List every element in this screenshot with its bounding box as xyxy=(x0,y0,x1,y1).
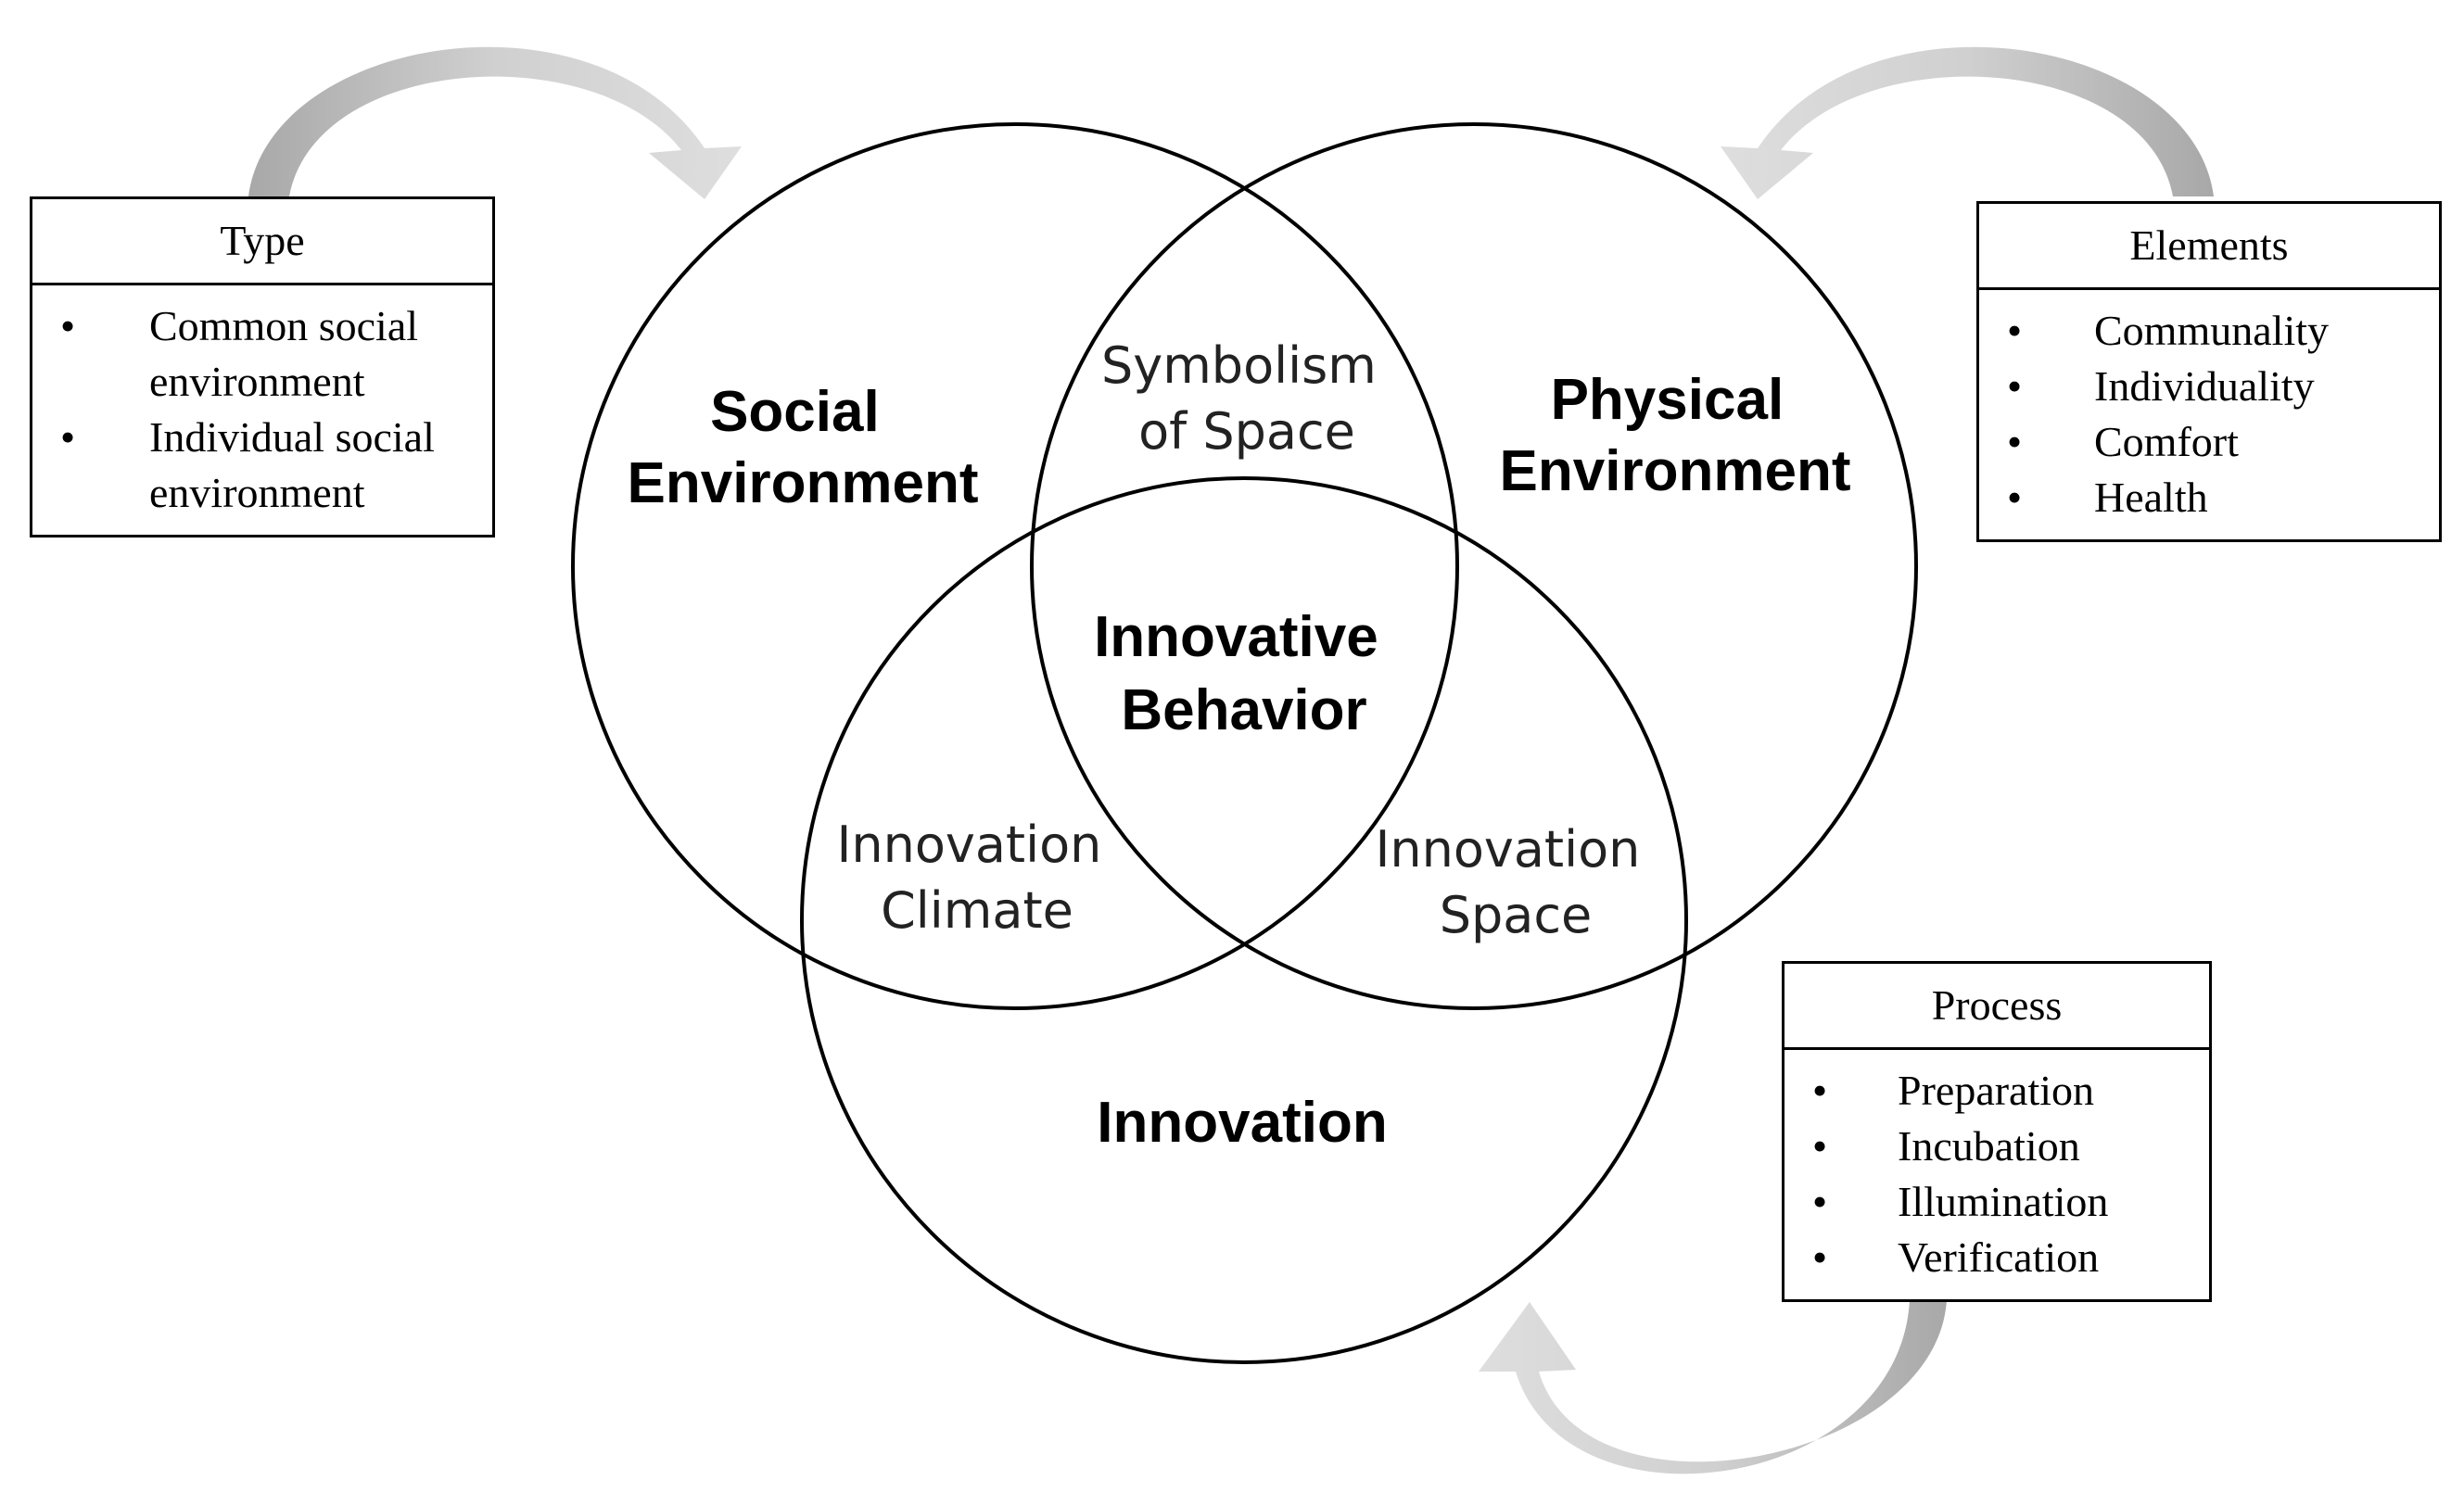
physical-environment-label-2: Environment xyxy=(1500,439,1851,503)
social-environment-label-2: Environment xyxy=(628,451,979,515)
symbolism-of-space-label-1: Symbolism xyxy=(1101,336,1377,395)
elements-list: • Communality • Individuality • Comfort • He… xyxy=(1979,290,2439,525)
type-item: • Individual social environment xyxy=(32,410,492,521)
svg-text:Innovation Space: Innovation Space xyxy=(1375,820,1656,944)
bullet-icon: • xyxy=(2007,362,2023,410)
physical-environment-label-1: Physical xyxy=(1551,368,1784,432)
bullet-icon: • xyxy=(1812,1067,1828,1114)
type-item-line-1: Common social xyxy=(149,302,419,349)
process-item-label: Preparation xyxy=(1898,1067,2095,1114)
process-item-label: Illumination xyxy=(1898,1178,2109,1225)
innovative-behavior-label-1: Innovative xyxy=(1094,605,1378,669)
elements-item-label: Health xyxy=(2094,474,2208,521)
type-item-line-2: environment xyxy=(149,358,365,405)
process-item: • Preparation xyxy=(1784,1063,2209,1119)
bullet-icon: • xyxy=(2007,418,2023,465)
process-list: • Preparation • Incubation • Illumination •… xyxy=(1784,1050,2209,1285)
innovation-climate-label-1: Innovation xyxy=(836,816,1101,874)
circle-innovation xyxy=(800,476,1688,1364)
bullet-icon: • xyxy=(60,413,76,461)
social-environment-label-1: Social xyxy=(710,380,880,444)
elements-item-label: Comfort xyxy=(2094,418,2239,465)
process-box: Process • Preparation • Incubation • Illumi… xyxy=(1782,961,2212,1302)
innovation-climate-label-2: Climate xyxy=(881,881,1073,940)
process-item: • Incubation xyxy=(1784,1119,2209,1174)
elements-item: • Individuality xyxy=(1979,359,2439,414)
bullet-icon: • xyxy=(1812,1178,1828,1225)
innovation-label: Innovation xyxy=(1097,1091,1387,1155)
innovative-behavior-label-2: Behavior xyxy=(1121,678,1366,742)
svg-text:Symbolism of Space: Symbolism of Space xyxy=(1101,336,1392,461)
arrow-type-to-social xyxy=(248,46,742,199)
svg-text:Innovation Climate: Innovation Climate xyxy=(836,816,1117,940)
circle-social-environment xyxy=(571,122,1459,1010)
elements-item-label: Individuality xyxy=(2094,362,2315,410)
bullet-icon: • xyxy=(1812,1122,1828,1170)
elements-box: Elements • Communality • Individuality • Co… xyxy=(1976,201,2442,542)
process-item-label: Verification xyxy=(1898,1233,2100,1281)
process-item: • Verification xyxy=(1784,1230,2209,1285)
bullet-icon: • xyxy=(60,302,76,349)
type-box-title: Type xyxy=(32,199,492,285)
arrow-process-to-innovation xyxy=(1479,1299,1947,1474)
type-box: Type • Common social environment • Indiv… xyxy=(30,196,495,538)
svg-text:Innovative Behavior: Innovative Behavior xyxy=(1094,605,1394,742)
bullet-icon: • xyxy=(1812,1233,1828,1281)
innovation-space-label-2: Space xyxy=(1440,886,1593,944)
elements-item-label: Communality xyxy=(2094,307,2329,354)
svg-text:Physical Environment: Physical Environment xyxy=(1500,368,1851,503)
elements-box-title: Elements xyxy=(1979,204,2439,290)
process-box-title: Process xyxy=(1784,964,2209,1050)
elements-item: • Health xyxy=(1979,470,2439,525)
type-item-line-1: Individual social xyxy=(149,413,435,461)
type-list: • Common social environment • Individual… xyxy=(32,285,492,521)
process-item-label: Incubation xyxy=(1898,1122,2080,1170)
circle-physical-environment xyxy=(1030,122,1918,1010)
bullet-icon: • xyxy=(2007,307,2023,354)
symbolism-of-space-label-2: of Space xyxy=(1138,402,1355,461)
arrow-elements-to-physical xyxy=(1721,46,2214,199)
type-item: • Common social environment xyxy=(32,298,492,410)
type-item-line-2: environment xyxy=(149,469,365,516)
svg-text:Social Environment: Social Environment xyxy=(628,380,979,515)
elements-item: • Communality xyxy=(1979,303,2439,359)
process-item: • Illumination xyxy=(1784,1174,2209,1230)
innovation-space-label-1: Innovation xyxy=(1375,820,1640,879)
bullet-icon: • xyxy=(2007,474,2023,521)
elements-item: • Comfort xyxy=(1979,414,2439,470)
